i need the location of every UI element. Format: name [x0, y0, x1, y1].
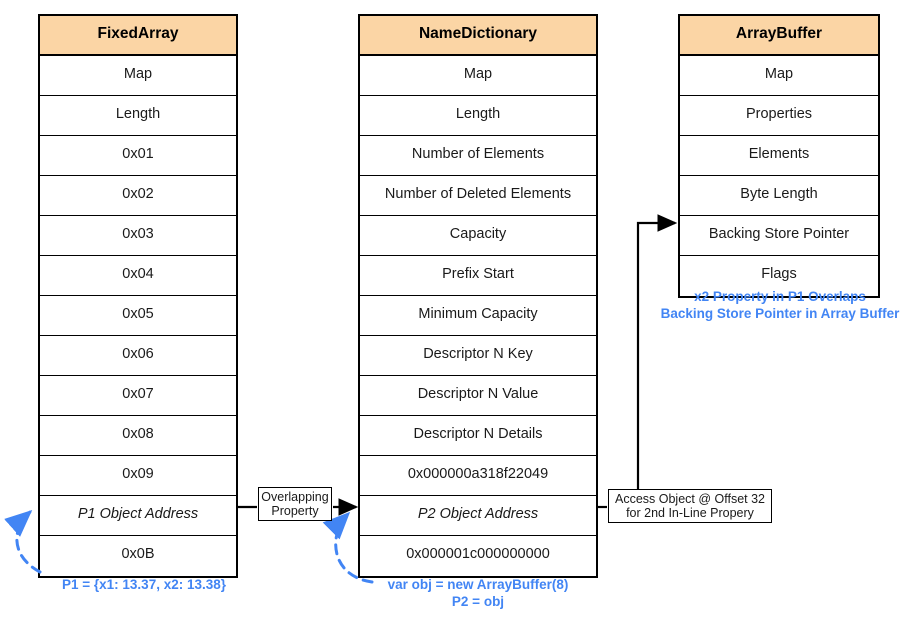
table-row: 0x07: [40, 376, 236, 416]
table-row: Byte Length: [680, 176, 878, 216]
table-row: Number of Deleted Elements: [360, 176, 596, 216]
table-row: 0x0B: [121, 546, 155, 562]
table-row: Map: [680, 56, 878, 96]
label-overlapping-property: Overlapping Property: [258, 487, 332, 521]
table-row: Prefix Start: [360, 256, 596, 296]
table-row: Properties: [680, 96, 878, 136]
struct-arraybuffer: ArrayBuffer Map Properties Elements Byte…: [678, 14, 880, 298]
struct-fixedarray-header: FixedArray: [40, 16, 236, 56]
note-x2-overlap: x2 Property in P1 Overlaps Backing Store…: [660, 289, 900, 321]
table-row: Map: [360, 56, 596, 96]
table-row: 0x01: [40, 136, 236, 176]
table-row: 0x04: [40, 256, 236, 296]
struct-arraybuffer-header: ArrayBuffer: [680, 16, 878, 56]
table-row: 0x000000a318f22049: [360, 456, 596, 496]
table-row: Number of Elements: [360, 136, 596, 176]
table-row: Length: [40, 96, 236, 136]
table-row: Descriptor N Details: [360, 416, 596, 456]
table-row: Map: [40, 56, 236, 96]
table-row: Flags: [761, 266, 797, 282]
table-row: 0x02: [40, 176, 236, 216]
table-row: 0x09: [40, 456, 236, 496]
table-row: Descriptor N Key: [360, 336, 596, 376]
label-access-object-offset: Access Object @ Offset 32 for 2nd In-Lin…: [608, 489, 772, 523]
table-row: Elements: [680, 136, 878, 176]
table-row: 0x05: [40, 296, 236, 336]
table-row: 0x06: [40, 336, 236, 376]
table-row: 0x03: [40, 216, 236, 256]
table-row: Length: [360, 96, 596, 136]
table-row-p1-object-address: P1 Object Address: [40, 496, 236, 536]
note-p2-definition: var obj = new ArrayBuffer(8) P2 = obj: [387, 577, 569, 609]
table-row: 0x08: [40, 416, 236, 456]
table-row: 0x000001c000000000: [406, 546, 550, 562]
table-row: Minimum Capacity: [360, 296, 596, 336]
table-row: Capacity: [360, 216, 596, 256]
struct-namedictionary: NameDictionary Map Length Number of Elem…: [358, 14, 598, 578]
table-row: Descriptor N Value: [360, 376, 596, 416]
note-p1-definition: P1 = {x1: 13.37, x2: 13.38}: [62, 577, 226, 592]
struct-namedictionary-header: NameDictionary: [360, 16, 596, 56]
table-row-backing-store-pointer: Backing Store Pointer: [680, 216, 878, 256]
table-row-p2-object-address: P2 Object Address: [360, 496, 596, 536]
struct-fixedarray: FixedArray Map Length 0x01 0x02 0x03 0x0…: [38, 14, 238, 578]
